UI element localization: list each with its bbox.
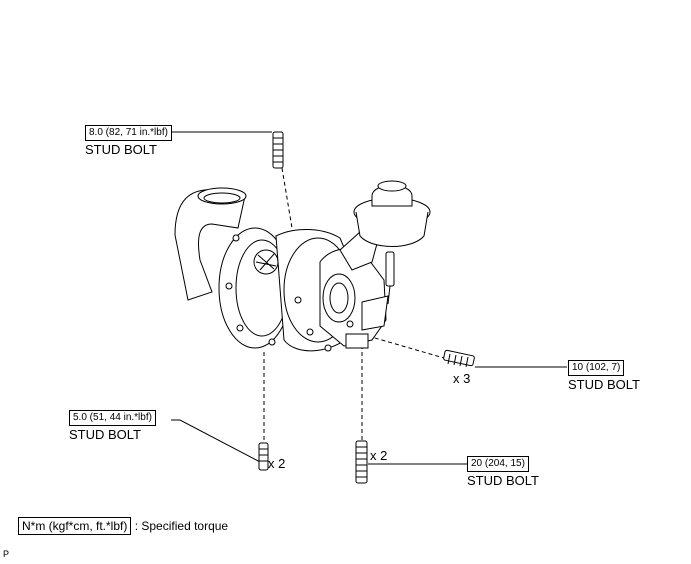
quantity-left: x 2 (268, 456, 286, 471)
stud-bolt-right (443, 349, 475, 368)
stud-bolt-label-right: STUD BOLT (568, 377, 640, 392)
install-line-right (367, 335, 445, 359)
legend-text: : Specified torque (134, 519, 229, 533)
torque-spec-left: 5.0 (51, 44 in.*lbf) (69, 410, 156, 426)
install-line-top (281, 167, 295, 241)
stud-bolt-bottom (355, 440, 368, 484)
quantity-bottom: x 2 (370, 448, 388, 463)
torque-spec-right: 10 (102, 7) (568, 360, 625, 376)
corner-mark: P (3, 549, 10, 559)
legend-units: N*m (kgf*cm, ft.*lbf) (18, 517, 132, 535)
torque-legend: N*m (kgf*cm, ft.*lbf) : Specified torque (18, 517, 228, 535)
stud-bolt-top (272, 131, 284, 169)
stud-bolt-left (258, 442, 269, 471)
torque-spec-bottom: 20 (204, 15) (467, 456, 529, 472)
stud-bolt-label-left: STUD BOLT (69, 427, 141, 442)
stud-bolt-label-top: STUD BOLT (85, 142, 157, 157)
turbocharger-body (174, 180, 431, 352)
stud-bolt-label-bottom: STUD BOLT (467, 473, 539, 488)
torque-spec-top: 8.0 (82, 71 in.*lbf) (85, 125, 172, 141)
quantity-right: x 3 (453, 371, 471, 386)
leader-left (171, 419, 263, 464)
